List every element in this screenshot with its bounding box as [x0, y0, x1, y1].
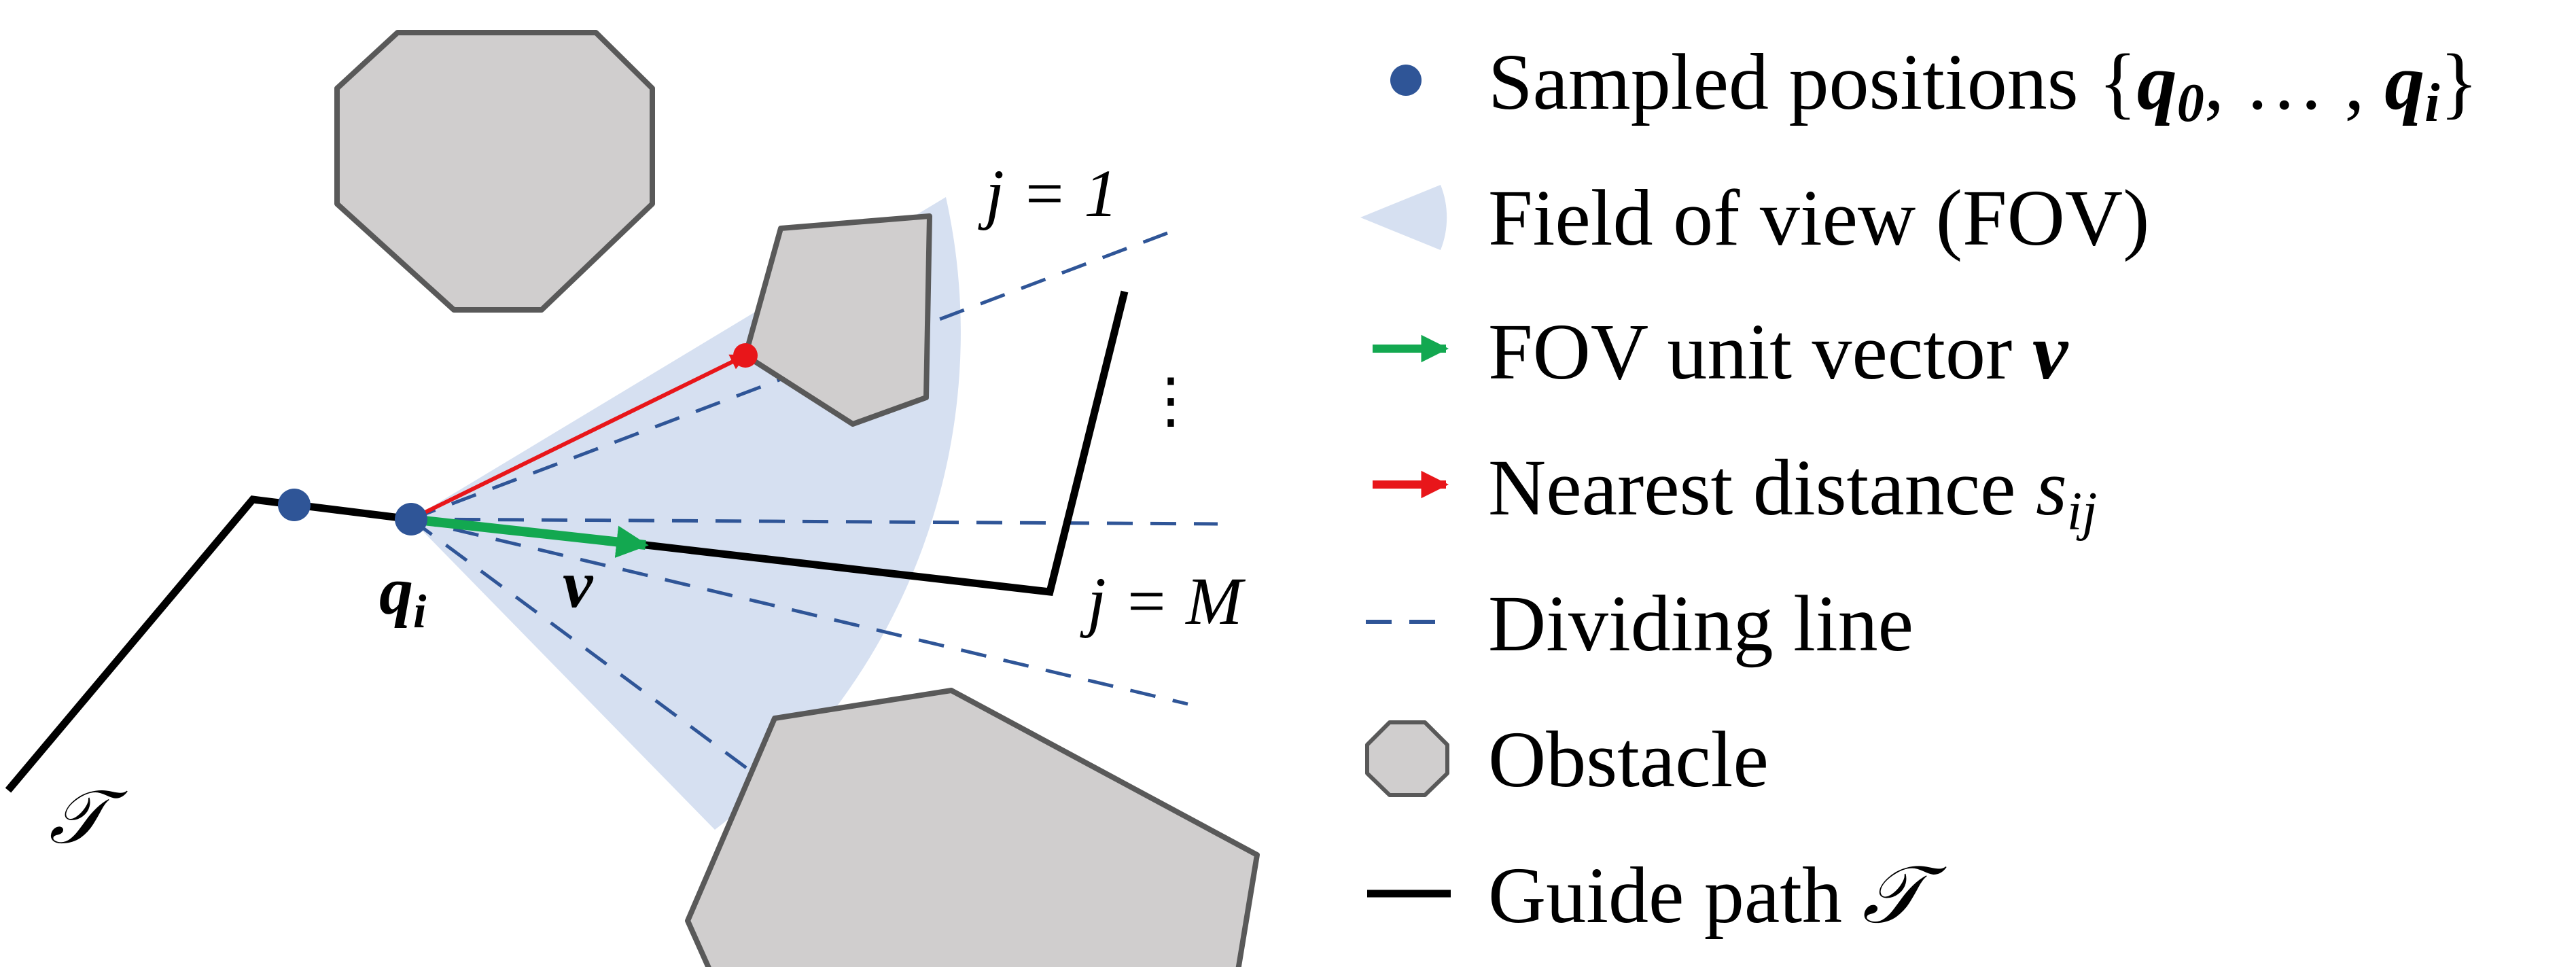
- obstacle-octagon-icon: [1365, 720, 1449, 797]
- legend: Sampled positions {q0, … , qi} Field of …: [1360, 37, 2478, 940]
- sampled-position-prev: [278, 489, 311, 521]
- label-path: 𝒯: [49, 776, 128, 859]
- dividing-line-2: [410, 517, 1218, 526]
- fov-wedge-icon: [1360, 185, 1447, 250]
- obstacle-top-left: [334, 30, 655, 313]
- legend-item-fov-vector: FOV unit vector v: [1488, 307, 2069, 396]
- label-vertical-dots: ⋮: [1140, 368, 1201, 435]
- dividing-line-3: [410, 517, 1188, 706]
- legend-item-nearest-distance: Nearest distance sij: [1488, 443, 2097, 542]
- label-j-first: j = 1: [978, 156, 1118, 231]
- label-q-i: qi: [379, 553, 427, 638]
- legend-item-fov: Field of view (FOV): [1488, 173, 2149, 262]
- fov-unit-vector: [410, 514, 649, 558]
- obstacle-bottom: [685, 688, 1260, 967]
- obstacle-middle: [743, 213, 932, 427]
- label-j-last: j = M: [1080, 563, 1246, 639]
- dividing-line-4: [410, 517, 757, 777]
- blue-dot-icon: [1390, 65, 1422, 96]
- label-v: v: [563, 546, 594, 622]
- nearest-point: [733, 343, 758, 368]
- legend-item-guide-path: Guide path 𝒯: [1488, 851, 1947, 940]
- nearest-distance-arrow: [410, 353, 747, 521]
- legend-item-sampled-positions: Sampled positions {q0, … , qi}: [1488, 37, 2478, 133]
- sampled-position-current: [395, 503, 427, 535]
- legend-item-dividing-line: Dividing line: [1488, 579, 1913, 668]
- legend-item-obstacle: Obstacle: [1488, 715, 1769, 804]
